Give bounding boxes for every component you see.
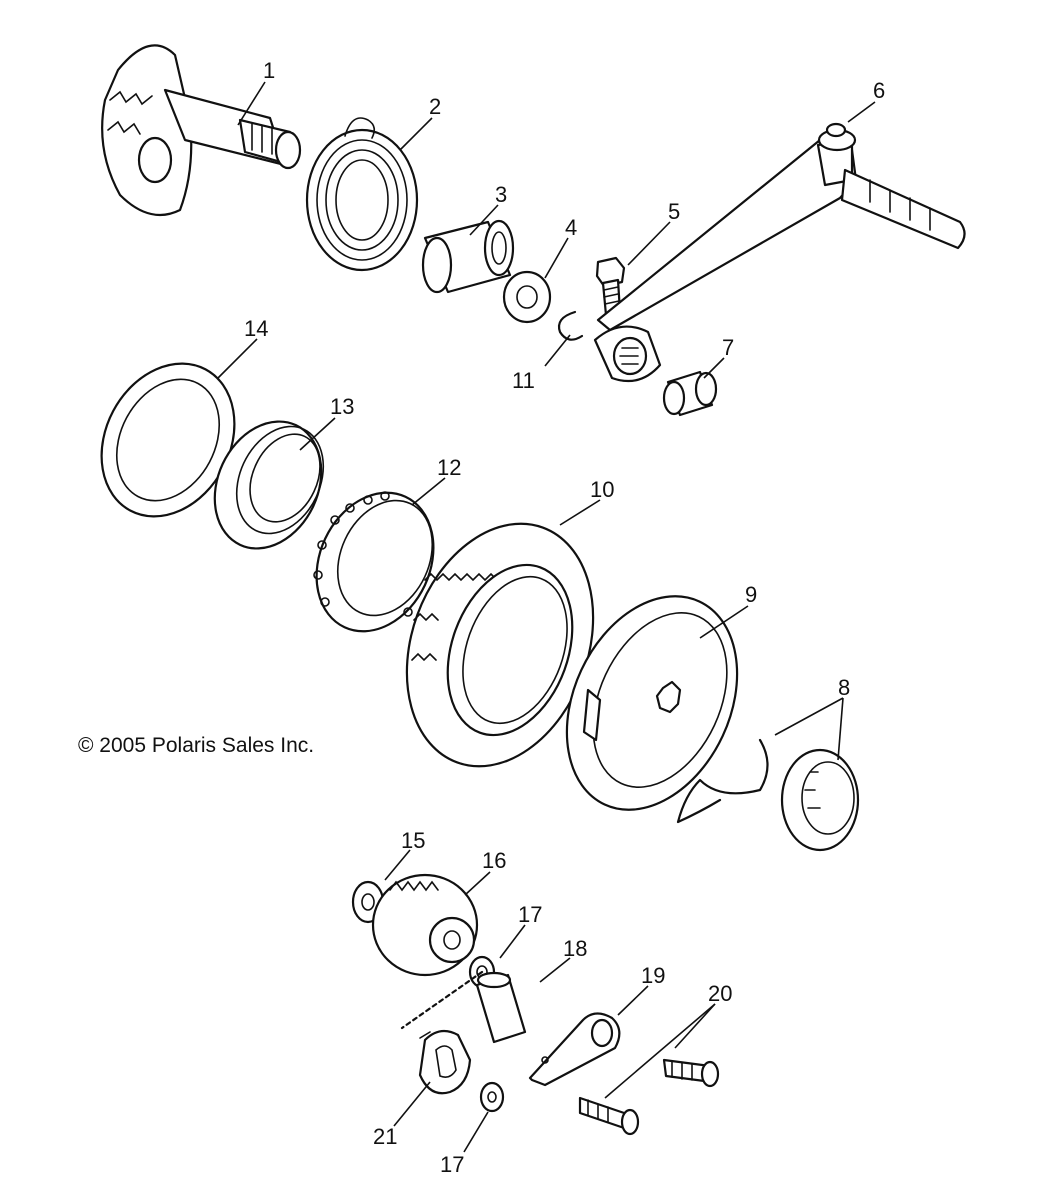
part-20-screw-upper (662, 1058, 720, 1088)
callout-15: 15 (401, 828, 425, 853)
part-11-circlip (557, 310, 584, 341)
part-16-idle-gear (371, 873, 479, 977)
part-20-screw-lower (578, 1096, 640, 1136)
callout-14: 14 (244, 316, 268, 341)
callout-12: 12 (437, 455, 461, 480)
part-4-washer (502, 270, 552, 324)
part-7-cap (662, 370, 718, 417)
part-14-seal-ring (100, 362, 236, 518)
callout-labels: 1 2 3 4 5 6 7 8 9 10 11 12 13 14 15 16 1… (244, 58, 885, 1177)
callout-7: 7 (722, 335, 734, 360)
part-12-roller-bearing (313, 491, 435, 633)
callout-6: 6 (873, 78, 885, 103)
callout-3: 3 (495, 182, 507, 207)
part-21-guide (418, 1029, 472, 1095)
part-18-pin (400, 970, 527, 1044)
callout-5: 5 (668, 199, 680, 224)
part-5-bolt (595, 256, 626, 317)
callout-21: 21 (373, 1124, 397, 1149)
callout-10: 10 (590, 477, 614, 502)
callout-13: 13 (330, 394, 354, 419)
callout-20: 20 (708, 981, 732, 1006)
part-17-washer-lower (479, 1081, 505, 1113)
copyright-notice: © 2005 Polaris Sales Inc. (78, 734, 315, 757)
part-9-clutch-plate (565, 595, 739, 811)
callout-11: 11 (512, 368, 535, 393)
part-13-bearing-ring (213, 420, 325, 550)
part-1-kick-spindle (101, 44, 302, 217)
callout-19: 19 (641, 963, 665, 988)
part-10-ring-gear (405, 522, 595, 768)
leader-lines (217, 81, 876, 1153)
callout-1: 1 (263, 58, 275, 83)
callout-18: 18 (563, 936, 587, 961)
callout-4: 4 (565, 215, 577, 240)
callout-17-lower: 17 (440, 1152, 464, 1177)
part-3-sleeve (421, 219, 515, 294)
callout-2: 2 (429, 94, 441, 119)
callout-17: 17 (518, 902, 542, 927)
callout-8: 8 (838, 675, 850, 700)
part-2-spring (305, 117, 419, 272)
part-8-spring-and-hub (676, 738, 860, 852)
part-19-ratchet-plate (528, 1012, 621, 1087)
callout-9: 9 (745, 582, 757, 607)
part-6-kick-lever (593, 122, 966, 383)
callout-16: 16 (482, 848, 506, 873)
